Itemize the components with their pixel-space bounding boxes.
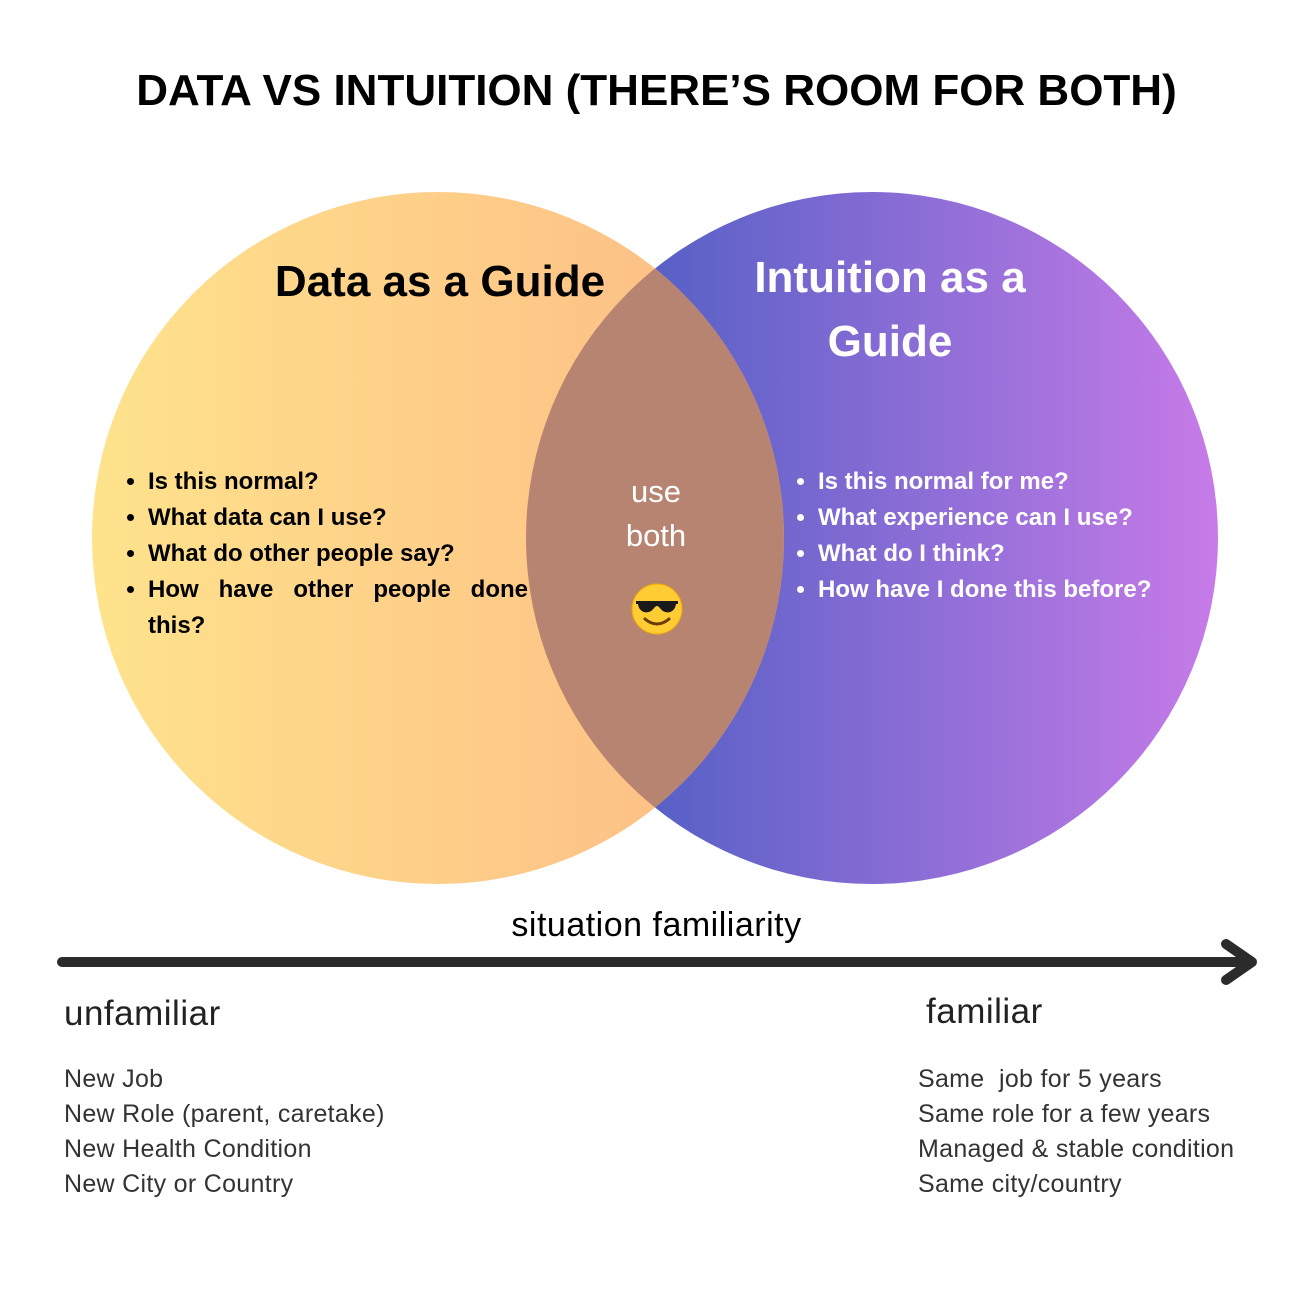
list-item: New Role (parent, caretake) — [64, 1100, 385, 1128]
familiar-label: familiar — [926, 992, 1043, 1031]
list-item: How have I done this before? — [818, 572, 1248, 608]
list-item: Managed & stable condition — [918, 1135, 1235, 1163]
list-item: Same city/country — [918, 1170, 1122, 1198]
list-item: Same job for 5 years — [918, 1065, 1162, 1093]
list-item: What do I think? — [818, 536, 1248, 572]
list-item: How have other people done this? — [148, 572, 528, 644]
list-item: New Job — [64, 1065, 164, 1093]
list-item: Is this normal? — [148, 464, 528, 500]
axis-label: situation familiarity — [511, 906, 802, 944]
list-item: What do other people say? — [148, 536, 528, 572]
left-circle-title: Data as a Guide — [274, 257, 606, 306]
unfamiliar-label: unfamiliar — [64, 994, 221, 1033]
smiling-face-with-sunglasses-icon — [631, 583, 683, 635]
list-item: New Health Condition — [64, 1135, 312, 1163]
right-circle-title-line1: Intuition as a — [754, 253, 1026, 302]
arrow-head-icon — [1221, 939, 1257, 985]
overlap-label-line2: both — [625, 518, 687, 553]
overlap-region — [526, 192, 784, 884]
overlap-label-line1: use — [631, 474, 681, 509]
list-item: New City or Country — [64, 1170, 294, 1198]
overlap-label: use both — [596, 470, 716, 558]
list-item: Same role for a few years — [918, 1100, 1211, 1128]
page-title: DATA VS INTUITION (THERE’S ROOM FOR BOTH… — [136, 66, 1177, 115]
familiar-examples: Same job for 5 years Same role for a few… — [918, 1062, 1234, 1202]
left-question-list: Is this normal? What data can I use? Wha… — [114, 464, 528, 644]
right-circle-title: Intuition as a Guide — [690, 246, 1090, 374]
list-item: Is this normal for me? — [818, 464, 1248, 500]
unfamiliar-examples: New Job New Role (parent, caretake) New … — [64, 1062, 385, 1202]
list-item: What data can I use? — [148, 500, 528, 536]
list-item: What experience can I use? — [818, 500, 1248, 536]
right-circle-title-line2: Guide — [827, 317, 953, 366]
right-question-list: Is this normal for me? What experience c… — [784, 464, 1248, 608]
